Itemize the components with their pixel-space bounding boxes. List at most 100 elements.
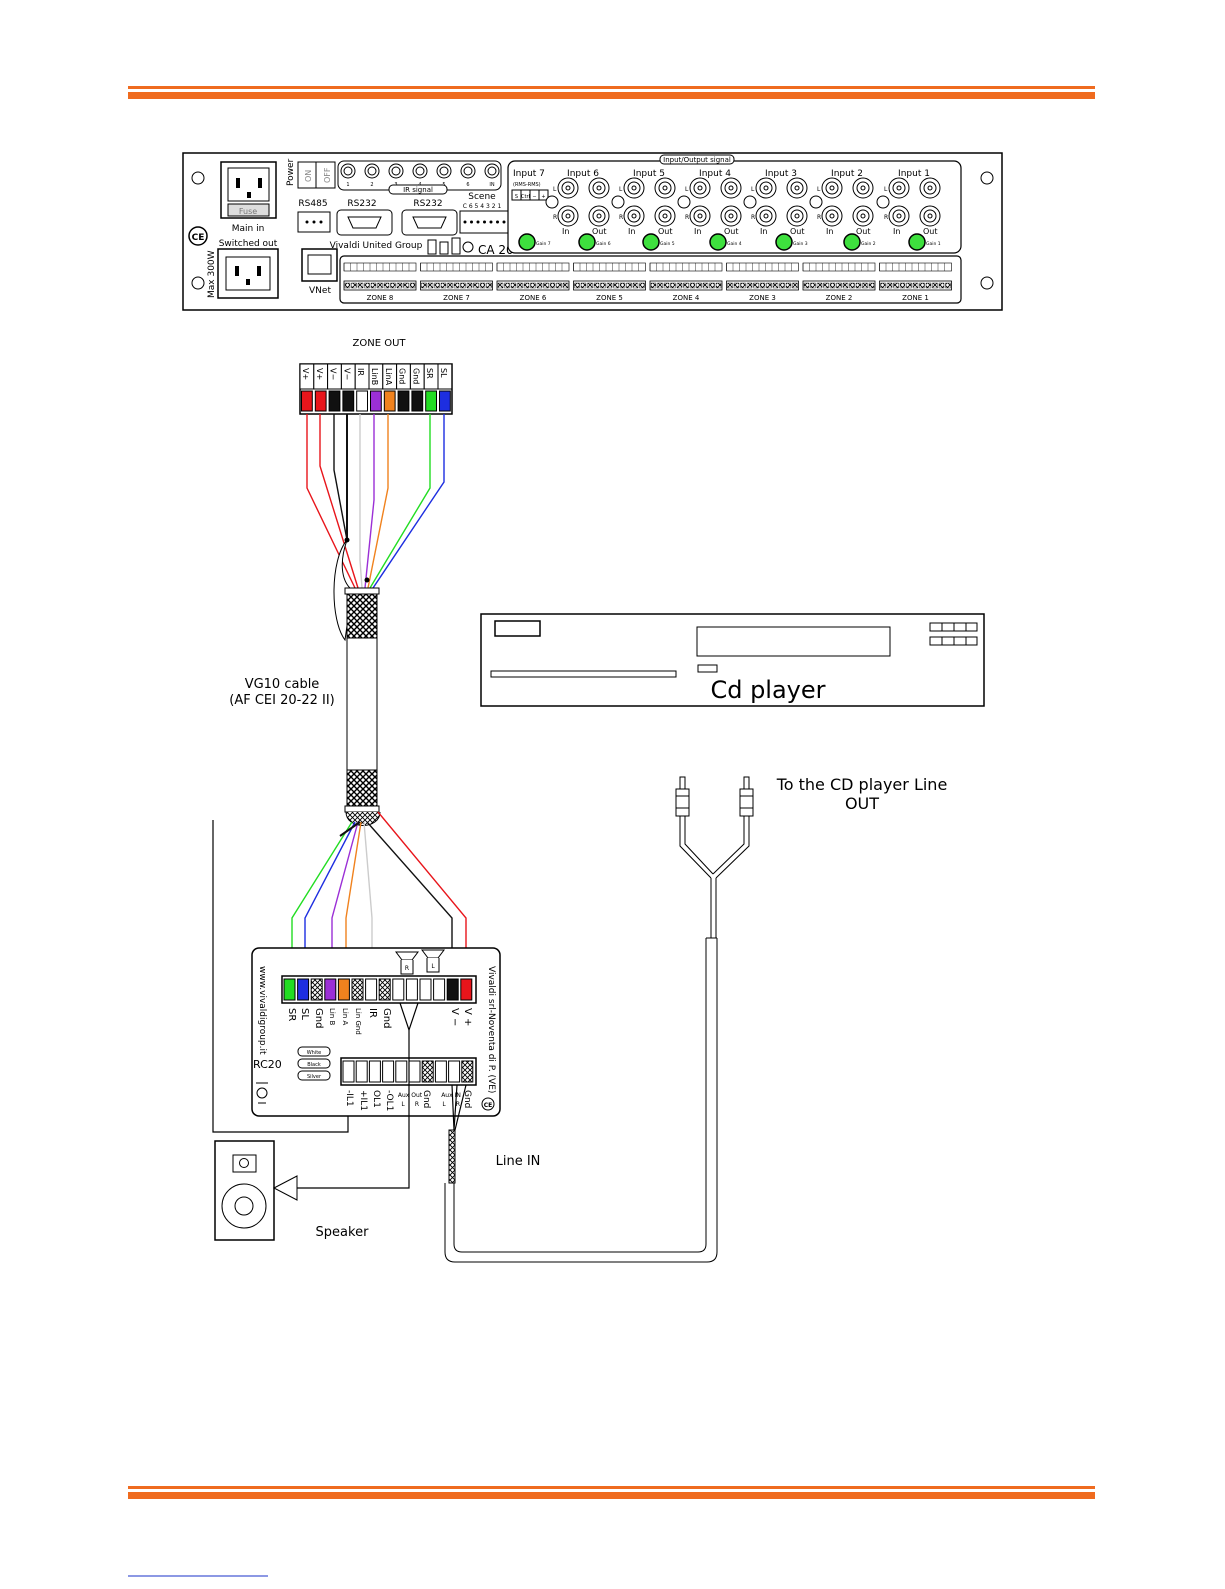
main-in-label: Main in	[232, 224, 265, 234]
rc20-bottom-terminal-label: -OL1	[384, 1090, 394, 1111]
channel-l: L	[817, 186, 821, 193]
svg-text:L: L	[401, 1101, 405, 1108]
cd-tray	[490, 670, 677, 678]
channel-r: R	[817, 214, 821, 221]
ir-jack-number: 1	[346, 182, 349, 188]
rc20-bottom-terminal-screw	[408, 1060, 421, 1083]
input-label: Input 2	[831, 169, 863, 179]
ir-jack-number: 6	[466, 182, 469, 188]
input7-terminal-label: −	[532, 194, 536, 200]
vivaldi-logo	[427, 237, 474, 255]
out-label: Out	[658, 227, 673, 236]
gain-knob[interactable]: Gain 4	[709, 233, 742, 251]
screw-icon	[809, 195, 823, 209]
rc20-terminal-screw	[433, 978, 446, 1001]
cd-player-label: Cd player	[710, 676, 825, 704]
zone-out-terminal-screw	[301, 390, 313, 412]
ce-mark-small-icon	[481, 1097, 495, 1111]
zone-out-terminal-screw	[383, 390, 396, 412]
rca-label-line2: OUT	[845, 794, 879, 813]
max-power-label: Max 300W	[207, 250, 217, 298]
zone-strip-top	[879, 262, 952, 272]
rc20-bottom-terminal-label: +IL1	[358, 1090, 368, 1111]
cd-power-button	[494, 620, 541, 637]
svg-text:R: R	[456, 1101, 460, 1108]
input7-terminal-label: Ctrl	[521, 194, 530, 200]
in-label: In	[893, 227, 900, 236]
vg10-cable	[344, 587, 381, 826]
zone-label: ZONE 6	[520, 294, 547, 302]
rc20-finish-label: Silver	[307, 1074, 322, 1080]
scene-label: Scene	[468, 192, 496, 202]
gain-knob[interactable]: Gain 6	[578, 233, 611, 251]
screw-icon	[545, 195, 559, 209]
gain-label: Gain 2	[861, 241, 876, 247]
speaker-label: Speaker	[316, 1225, 370, 1240]
upper-wires	[306, 414, 445, 589]
zone-strip-top	[649, 262, 723, 272]
footer-rule	[128, 1486, 1095, 1499]
gain-knob[interactable]: Gain 3	[775, 233, 808, 251]
aux-gnd-in-label: Gnd	[462, 1090, 472, 1108]
rc20-terminal-screw	[392, 978, 405, 1001]
cd-player: Cd player	[480, 613, 985, 707]
rs232-b-label: RS232	[413, 199, 442, 209]
rear-panel: CE Fuse Main in Switched out Max 300W Po…	[182, 152, 1003, 311]
rc20-logo-icon	[256, 1082, 268, 1104]
channel-l: L	[553, 186, 557, 193]
channel-l: L	[751, 186, 755, 193]
rc20-bottom-terminal-screw	[461, 1060, 474, 1083]
rs485-label: RS485	[298, 199, 327, 209]
vivaldi-united-label: Vivaldi United Group	[330, 241, 423, 251]
fuse-label: Fuse	[239, 207, 257, 216]
zone-out-terminal-screw	[370, 390, 382, 412]
out-label: Out	[790, 227, 805, 236]
zone-out-terminal-screw	[356, 390, 369, 412]
out-label: Out	[724, 227, 739, 236]
rc20-finish-pill	[297, 1046, 331, 1057]
rc20-bottom-terminal-label: -IL1	[344, 1090, 354, 1107]
speaker-r-icon: R	[395, 951, 419, 975]
zone-out-terminal-screw	[342, 390, 355, 412]
rc20-terminal-screw	[324, 978, 337, 1001]
rack-hole-icon	[191, 276, 205, 290]
input-label: Input 1	[898, 169, 930, 179]
rc20-bottom-terminal-screw	[421, 1060, 434, 1083]
rc20-finish-label: White	[307, 1050, 322, 1056]
gain-knob[interactable]: Gain 5	[642, 233, 675, 251]
gain-knob[interactable]: Gain 7	[518, 233, 551, 251]
rc20-terminal-screw	[419, 978, 432, 1001]
zone-out-terminal-label: V−	[342, 368, 351, 380]
rc20-terminal-screw	[460, 978, 473, 1001]
zone-out-terminal-screw	[411, 390, 424, 412]
gain-label: Gain 3	[793, 241, 808, 247]
zone-strip-top	[420, 262, 493, 272]
rc20-bottom-terminal-screw	[355, 1060, 368, 1083]
channel-r: R	[685, 214, 689, 221]
out-label: Out	[592, 227, 607, 236]
screw-icon	[743, 195, 757, 209]
ir-signal-label: IR signal	[403, 186, 433, 194]
rc20-finish-label: Black	[307, 1062, 321, 1068]
svg-text:OFF: OFF	[323, 167, 332, 183]
gain-knob[interactable]: Gain 1	[908, 233, 941, 251]
zone-out-terminal-label: Gnd	[398, 368, 407, 384]
cable-label-line2: (AF CEI 20-22 II)	[229, 693, 334, 708]
zone-strip-top	[726, 262, 799, 272]
zone-label: ZONE 1	[902, 294, 929, 302]
rc20-bottom-terminal-screw	[382, 1060, 395, 1083]
gain-label: Gain 6	[596, 241, 611, 247]
zone-out-terminal-screw	[397, 390, 410, 412]
rc20-maker: Vivaldi srl-Noventa di P. (VE)	[486, 966, 496, 1093]
gain-knob[interactable]: Gain 2	[843, 233, 876, 251]
rc20-terminal-screw	[446, 978, 459, 1001]
cd-eject-button	[697, 664, 718, 673]
aux-out-label: Aux Out	[398, 1092, 423, 1099]
rc20-module: www.vivaldigroup.it Vivaldi srl-Noventa …	[251, 947, 501, 1117]
rc20-top-terminal-label: Lin Gnd	[354, 1008, 362, 1035]
rc20-top-terminal-label: IR	[367, 1008, 378, 1018]
